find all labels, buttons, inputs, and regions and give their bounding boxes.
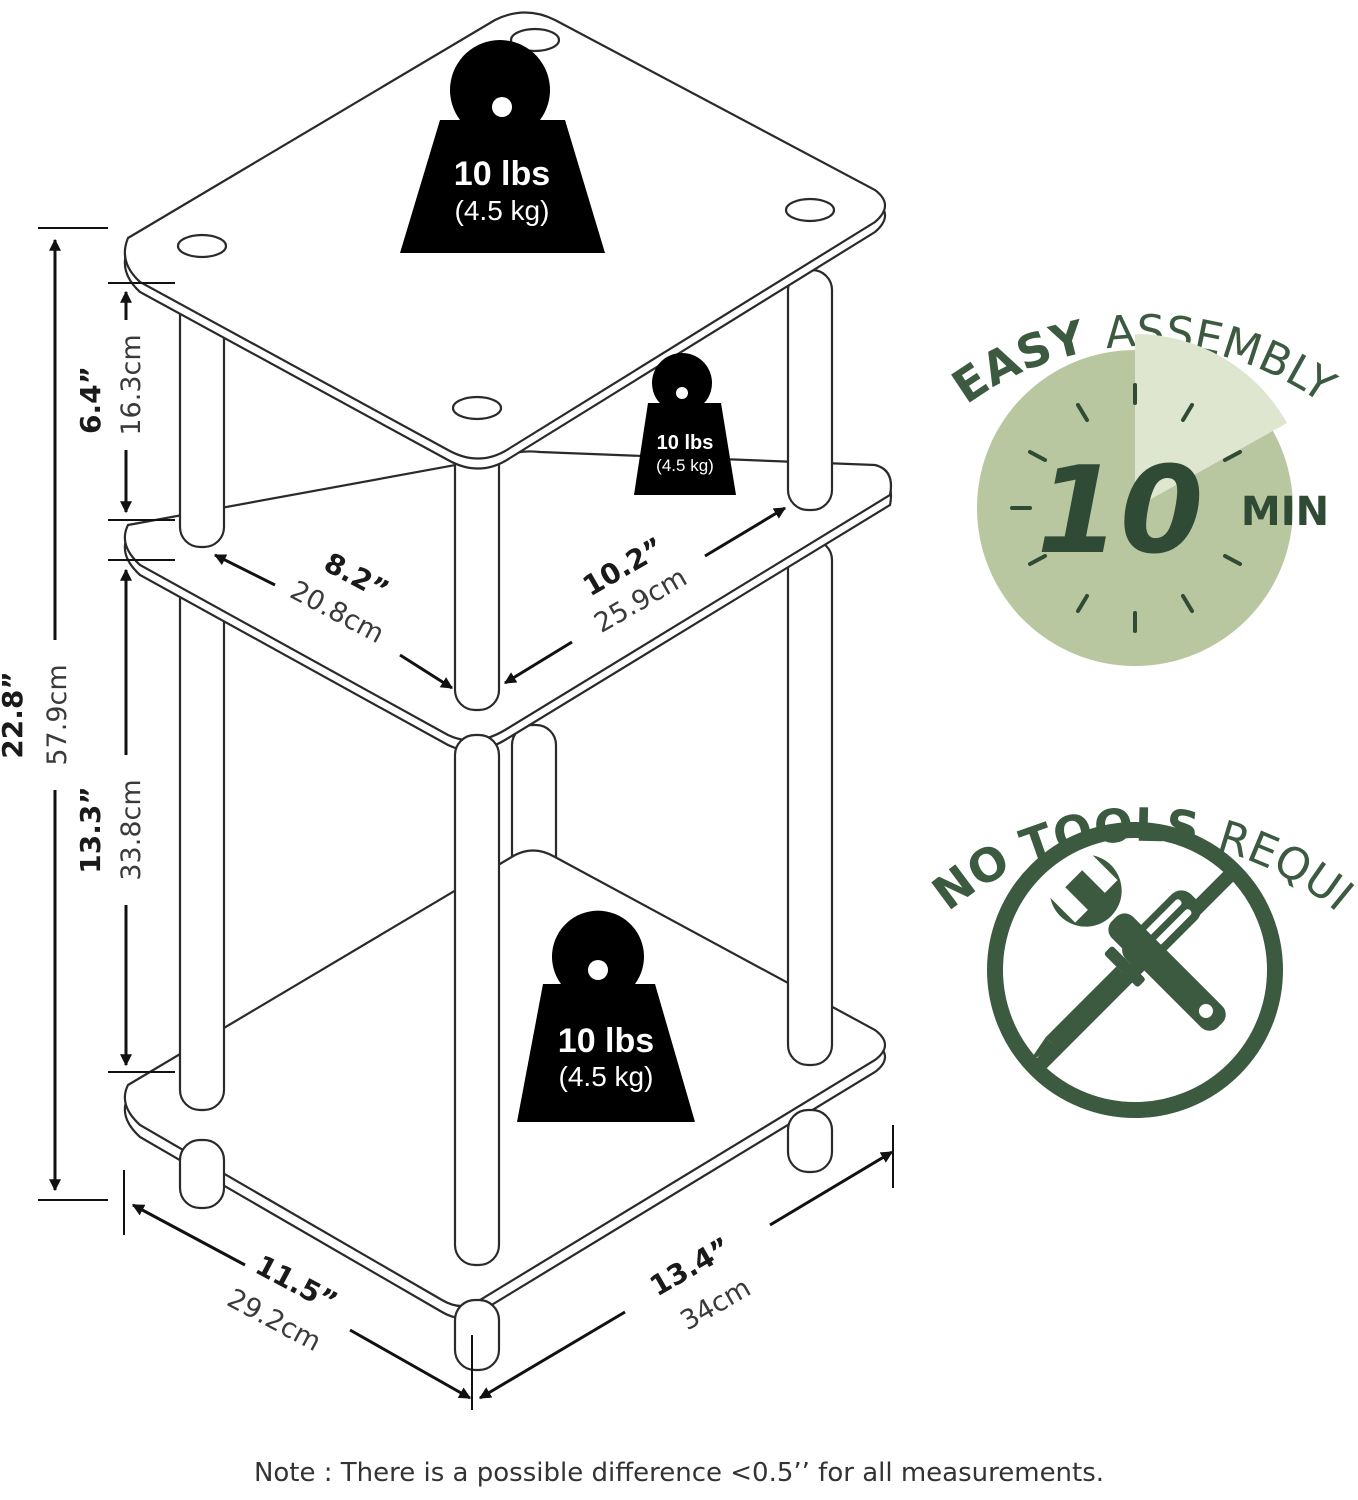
weight-middle-primary: 10 lbs xyxy=(657,432,714,454)
top-tier-imperial: 6.4” xyxy=(74,366,107,434)
wrench-icon xyxy=(1050,855,1226,1031)
clock-icon xyxy=(977,333,1293,666)
post-cap-right xyxy=(784,197,836,223)
weight-top-secondary: (4.5 kg) xyxy=(455,195,550,226)
weight-top-primary: 10 lbs xyxy=(454,155,550,193)
dimension-lines xyxy=(38,227,894,1410)
post-right-upper xyxy=(786,268,834,512)
total-height-metric: 57.9cm xyxy=(42,664,73,765)
lower-tier-metric: 33.8cm xyxy=(116,779,147,880)
post-cap-front xyxy=(451,395,503,421)
post-cap-left xyxy=(176,233,228,259)
bottom-shelf xyxy=(123,849,887,1320)
post-left-lower xyxy=(178,568,226,1112)
lower-tier-imperial: 13.3” xyxy=(74,786,107,874)
assembly-minutes: 10 xyxy=(1037,442,1204,581)
weight-icon: 10 lbs (4.5 kg) xyxy=(400,39,605,253)
foot-right xyxy=(786,1108,834,1174)
easy-assembly-badge: EASY ASSEMBLY 10 MIN xyxy=(942,306,1344,666)
total-height-imperial: 22.8” xyxy=(0,671,29,759)
weight-bottom-secondary: (4.5 kg) xyxy=(559,1061,654,1092)
measurement-note: Note : There is a possible difference <0… xyxy=(253,1458,1105,1488)
weight-bottom-primary: 10 lbs xyxy=(558,1022,654,1060)
post-cap-back xyxy=(509,27,561,53)
top-tier-metric: 16.3cm xyxy=(116,334,147,435)
foot-left xyxy=(178,1138,226,1210)
weight-icon: 10 lbs (4.5 kg) xyxy=(517,910,695,1122)
post-front-lower xyxy=(453,733,501,1267)
weight-middle-secondary: (4.5 kg) xyxy=(656,456,714,475)
foot-front xyxy=(453,1298,501,1372)
middle-shelf xyxy=(123,450,893,752)
weight-icon: 10 lbs (4.5 kg) xyxy=(634,353,736,495)
post-front-upper xyxy=(453,438,501,712)
post-right-lower xyxy=(786,538,834,1067)
assembly-unit: MIN xyxy=(1241,489,1329,535)
